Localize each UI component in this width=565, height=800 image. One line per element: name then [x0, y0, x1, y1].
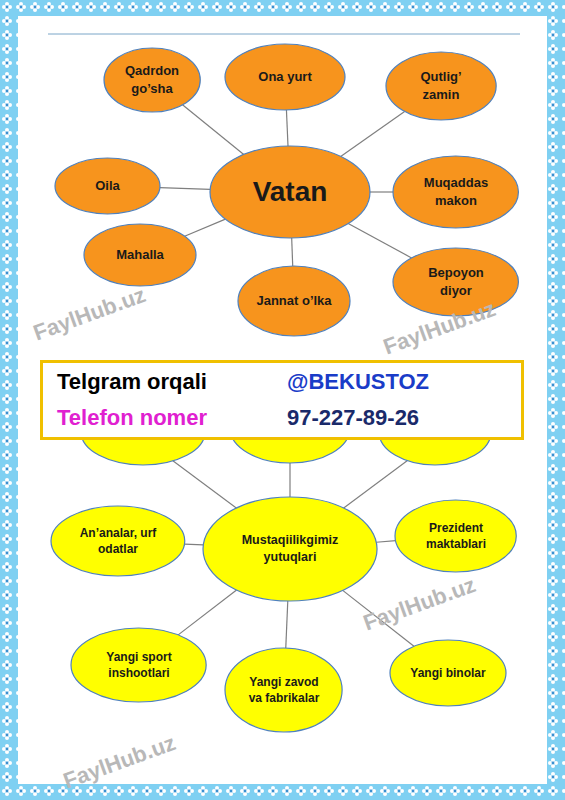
ellipse-shape: [51, 506, 185, 576]
node-body: Vatan: [210, 146, 370, 238]
idea-ellipse: An’analar, urf odatlar: [51, 506, 185, 576]
idea-ellipse: Mustaqiilikgimiz yutuqlari: [203, 497, 377, 601]
node-body: Prezident maktablari: [395, 500, 516, 572]
branch-line: [185, 543, 204, 545]
node-label: Yangi sport inshootlari: [92, 649, 185, 681]
node-body: Mustaqiilikgimiz yutuqlari: [203, 497, 377, 601]
branch-line: [286, 601, 288, 648]
idea-ellipse: Vatan: [210, 146, 370, 238]
idea-ellipse: Jannat o’lka: [238, 266, 350, 336]
contact-text: Telefon nomer: [57, 403, 287, 433]
node-label: Prezident maktablari: [414, 520, 497, 552]
node-label: Qutlig’ zamin: [403, 68, 478, 103]
node-label: Yangi zavod va fabrikalar: [244, 674, 324, 706]
ellipse-shape: [225, 648, 342, 732]
contact-banner: Telgram orqali@BEKUSTOZTelefon nomer97-2…: [40, 360, 524, 440]
node-label: An’analar, urf odatlar: [72, 525, 164, 557]
ellipse-shape: [395, 500, 516, 572]
node-body: Yangi sport inshootlari: [71, 628, 206, 702]
branch-line: [292, 238, 293, 266]
node-body: Yangi binolar: [390, 640, 506, 706]
node-body: Telgram orqali@BEKUSTOZTelefon nomer97-2…: [40, 360, 524, 440]
idea-ellipse: Mahalla: [84, 224, 196, 286]
contact-text: 97-227-89-26: [287, 403, 507, 433]
node-body: Qadrdon go’sha: [104, 48, 200, 112]
ellipse-shape: [393, 248, 518, 316]
idea-ellipse: Bepoyon diyor: [393, 248, 518, 316]
ellipse-shape: [71, 628, 206, 702]
idea-ellipse: Oila: [55, 158, 160, 214]
node-body: Muqaddas makon: [393, 156, 518, 228]
node-body: Oila: [55, 158, 160, 214]
branch-line: [286, 110, 288, 146]
ellipse-shape: [393, 156, 518, 228]
branch-line: [376, 541, 396, 543]
idea-ellipse: Qadrdon go’sha: [104, 48, 200, 112]
node-body: An’analar, urf odatlar: [51, 506, 185, 576]
node-body: Mahalla: [84, 224, 196, 286]
node-body: Yangi zavod va fabrikalar: [225, 648, 342, 732]
branch-line: [178, 590, 236, 635]
node-body: Bepoyon diyor: [393, 248, 518, 316]
idea-ellipse: Yangi zavod va fabrikalar: [225, 648, 342, 732]
node-body: Jannat o’lka: [238, 266, 350, 336]
node-label: Qadrdon go’sha: [119, 62, 184, 97]
ellipse-shape: [386, 52, 496, 120]
node-label: Mustaqiilikgimiz yutuqlari: [229, 532, 350, 566]
top-rule: [48, 34, 520, 35]
branch-line: [341, 112, 405, 157]
branch-line: [182, 105, 243, 155]
node-body: Ona yurt: [225, 44, 345, 110]
idea-ellipse: Yangi binolar: [390, 640, 506, 706]
page-ground: [18, 16, 547, 784]
contact-text: @BEKUSTOZ: [287, 367, 507, 397]
node-body: Qutlig’ zamin: [386, 52, 496, 120]
branch-line: [348, 224, 411, 258]
branch-line: [160, 188, 210, 190]
node-label: Oila: [95, 177, 120, 195]
branch-line: [185, 219, 226, 236]
node-label: Mahalla: [116, 246, 164, 264]
idea-ellipse: Muqaddas makon: [393, 156, 518, 228]
node-label: Ona yurt: [258, 68, 311, 86]
contact-text: Telgram orqali: [57, 367, 287, 397]
idea-ellipse: Ona yurt: [225, 44, 345, 110]
branch-line: [370, 191, 393, 192]
node-label: Muqaddas makon: [413, 174, 499, 209]
idea-ellipse: Prezident maktablari: [395, 500, 516, 572]
node-label: Jannat o’lka: [256, 292, 331, 310]
idea-ellipse: Qutlig’ zamin: [386, 52, 496, 120]
ellipse-shape: [104, 48, 200, 112]
node-label: Yangi binolar: [410, 665, 485, 681]
node-label: Bepoyon diyor: [413, 264, 499, 299]
center-word: Vatan: [253, 173, 328, 211]
idea-ellipse: Yangi sport inshootlari: [71, 628, 206, 702]
ellipse-shape: [203, 497, 377, 601]
